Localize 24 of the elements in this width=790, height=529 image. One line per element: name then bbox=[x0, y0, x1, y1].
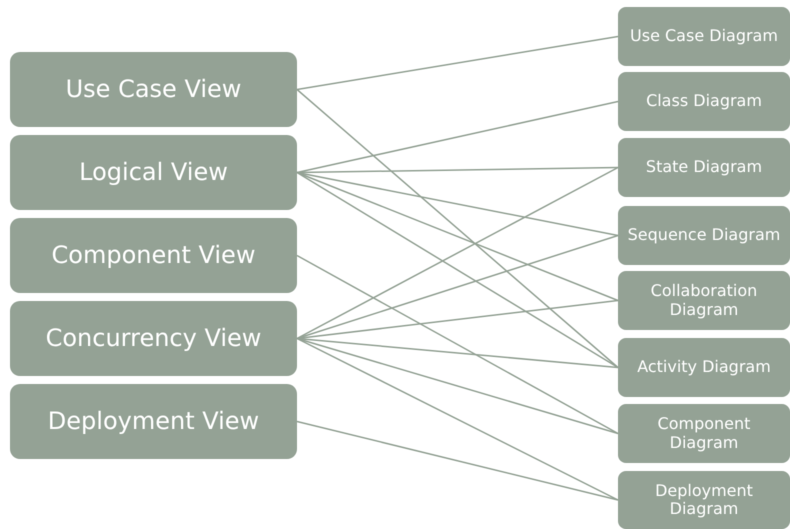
connector-line bbox=[296, 420, 618, 501]
connector-line bbox=[296, 172, 618, 302]
view-box: Concurrency View bbox=[10, 301, 297, 376]
connector-line bbox=[296, 172, 618, 368]
diagram-box: Sequence Diagram bbox=[618, 206, 790, 265]
connector-line bbox=[296, 254, 618, 434]
diagram-box: Deployment Diagram bbox=[618, 471, 790, 529]
connector-line bbox=[296, 166, 618, 340]
diagram-box: Component Diagram bbox=[618, 404, 790, 463]
view-box: Use Case View bbox=[10, 52, 297, 127]
connector-line bbox=[296, 338, 618, 434]
diagram-box: State Diagram bbox=[618, 138, 790, 197]
connector-line bbox=[296, 100, 618, 174]
view-box: Component View bbox=[10, 218, 297, 293]
connector-line bbox=[296, 234, 618, 340]
diagram-box: Class Diagram bbox=[618, 72, 790, 131]
view-box: Deployment View bbox=[10, 384, 297, 459]
diagram-box: Activity Diagram bbox=[618, 338, 790, 397]
view-box: Logical View bbox=[10, 135, 297, 210]
connector-line bbox=[296, 338, 618, 501]
connector-line bbox=[296, 36, 618, 90]
connector-line bbox=[296, 88, 618, 368]
diagram-box: Use Case Diagram bbox=[618, 7, 790, 66]
diagram-box: Collaboration Diagram bbox=[618, 271, 790, 330]
